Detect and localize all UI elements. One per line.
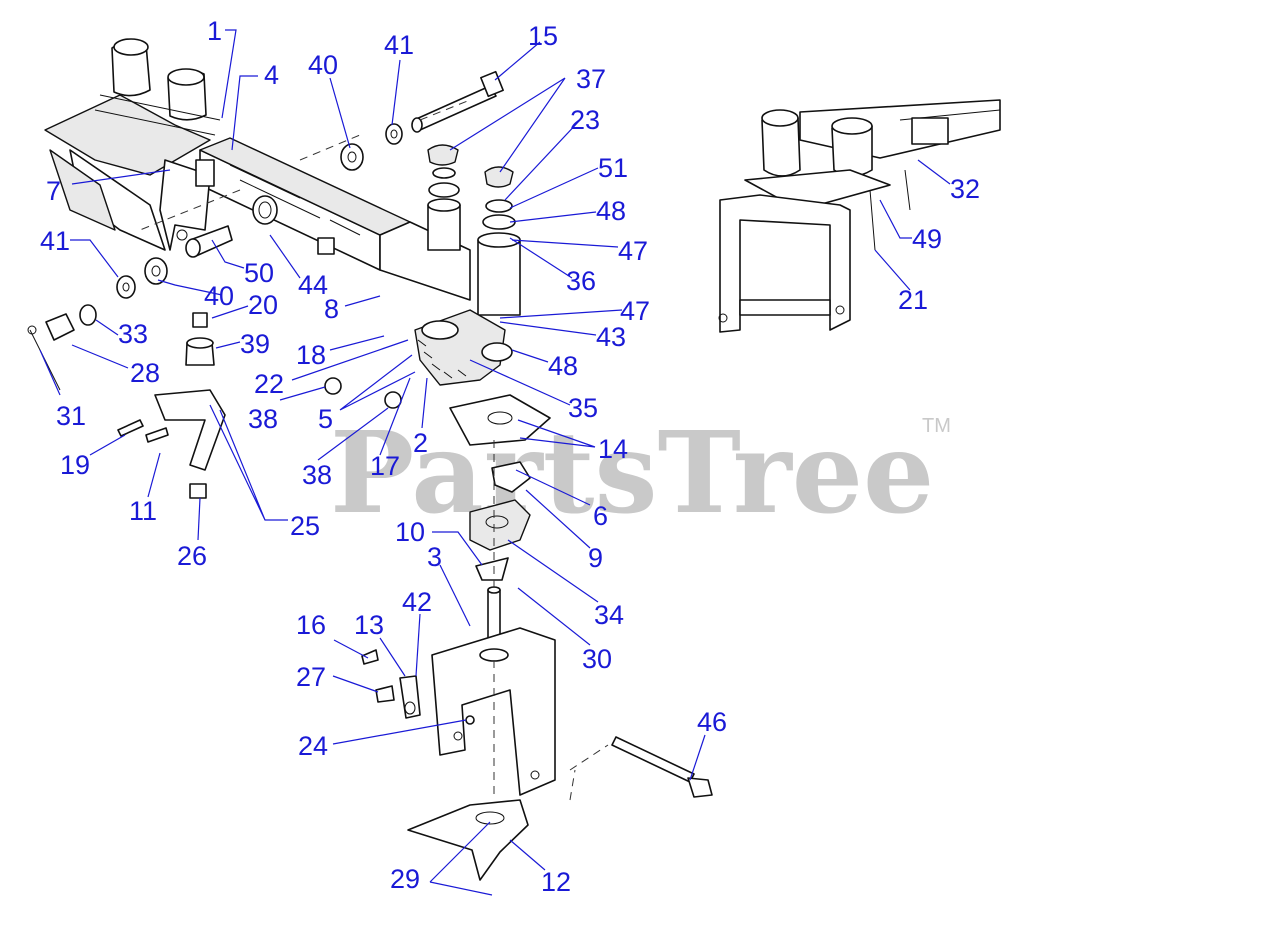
callout-43: 43: [596, 322, 626, 352]
callout-49: 49: [912, 224, 942, 254]
callout-28: 28: [130, 358, 160, 388]
small-parts-left: [27, 304, 402, 499]
callout-32: 32: [950, 174, 980, 204]
watermark: PartsTree TM: [330, 408, 951, 539]
callout-51: 51: [598, 153, 628, 183]
callout-21: 21: [898, 285, 928, 315]
callout-42: 42: [402, 587, 432, 617]
callout-40: 40: [308, 50, 338, 80]
callout-16: 16: [296, 610, 326, 640]
callout-9: 9: [588, 543, 603, 573]
callout-14: 14: [598, 434, 628, 464]
callout-31: 31: [56, 401, 86, 431]
callout-34: 34: [594, 600, 624, 630]
callout-47-top: 47: [618, 236, 648, 266]
callout-19: 19: [60, 450, 90, 480]
callout-48-mid: 48: [548, 351, 578, 381]
callout-8: 8: [324, 294, 339, 324]
watermark-text: PartsTree: [330, 408, 934, 539]
callout-22: 22: [254, 369, 284, 399]
callout-7: 7: [46, 176, 61, 206]
callout-35: 35: [568, 393, 598, 423]
callout-41: 41: [384, 30, 414, 60]
callout-23: 23: [570, 105, 600, 135]
callout-labels: 1 4 40 41 15 37 23 51 48 47 36 7 41 50 4…: [40, 16, 980, 897]
callout-37: 37: [576, 64, 606, 94]
callout-3: 3: [427, 542, 442, 572]
callout-47-mid: 47: [620, 296, 650, 326]
inset-assembly: [718, 99, 1001, 333]
callout-50: 50: [244, 258, 274, 288]
callout-30: 30: [582, 644, 612, 674]
callout-25: 25: [290, 511, 320, 541]
callout-24: 24: [298, 731, 328, 761]
callout-38-bottom: 38: [302, 460, 332, 490]
callout-36: 36: [566, 266, 596, 296]
callout-1: 1: [207, 16, 222, 46]
callout-17: 17: [370, 451, 400, 481]
steering-stack: [361, 394, 713, 881]
callout-2: 2: [413, 428, 428, 458]
frame-assembly: [44, 38, 521, 386]
callout-29: 29: [390, 864, 420, 894]
callout-27: 27: [296, 662, 326, 692]
watermark-trademark: TM: [922, 415, 951, 437]
callout-44: 44: [298, 270, 328, 300]
leader-lines: [39, 29, 951, 896]
callout-10: 10: [395, 517, 425, 547]
callout-41-left: 41: [40, 226, 70, 256]
callout-15: 15: [528, 21, 558, 51]
callout-48-top: 48: [596, 196, 626, 226]
callout-38-top: 38: [248, 404, 278, 434]
callout-26: 26: [177, 541, 207, 571]
callout-39: 39: [240, 329, 270, 359]
callout-13: 13: [354, 610, 384, 640]
callout-4: 4: [264, 60, 279, 90]
callout-11: 11: [129, 496, 157, 526]
callout-33: 33: [118, 319, 148, 349]
callout-6: 6: [593, 501, 608, 531]
callout-20: 20: [248, 290, 278, 320]
callout-46: 46: [697, 707, 727, 737]
callout-18: 18: [296, 340, 326, 370]
callout-12: 12: [541, 867, 571, 897]
callout-40-left: 40: [204, 281, 234, 311]
callout-5: 5: [318, 404, 333, 434]
